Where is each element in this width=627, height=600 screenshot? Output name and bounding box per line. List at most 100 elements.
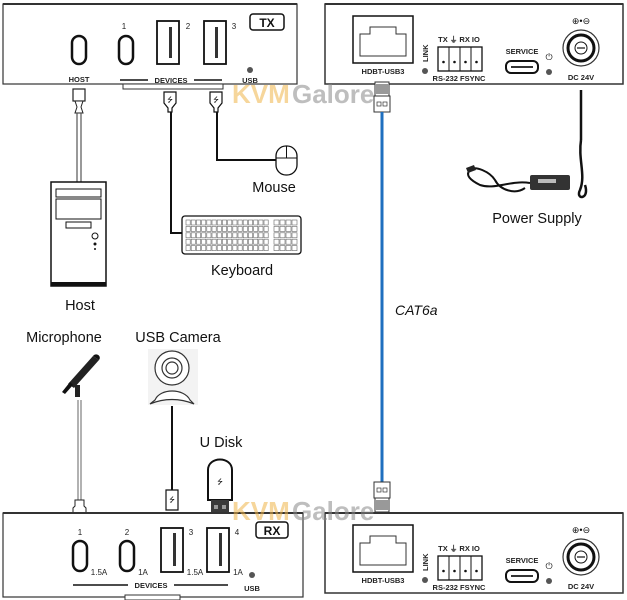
keyboard-key	[201, 245, 207, 251]
watermark-bottom-part2: Galore	[292, 496, 374, 526]
keyboard-key	[263, 226, 269, 232]
keyboard-key	[232, 245, 238, 251]
rj45-plug-top-window-1	[376, 101, 382, 107]
peripheral-cables: ⭍ ⭍	[163, 91, 276, 234]
keyboard-key	[279, 226, 286, 232]
keyboard-key	[216, 226, 222, 232]
rx-device-port-1[interactable]	[71, 539, 89, 573]
keyboard-key	[285, 232, 292, 239]
rx-device-port-2[interactable]	[118, 539, 136, 573]
keyboard-key	[248, 219, 253, 226]
microphone-head	[93, 354, 100, 360]
u-disk-contact-1	[214, 505, 218, 509]
keyboard-key	[248, 238, 253, 245]
u-disk-label: U Disk	[200, 435, 243, 451]
keyboard-key	[273, 219, 280, 226]
rj45-top-contacts	[376, 84, 388, 94]
host-pc-panel	[55, 198, 102, 220]
keyboard-key	[258, 238, 264, 245]
keyboard-key	[242, 226, 248, 232]
host-pc-power-button	[91, 232, 99, 240]
keyboard-key	[227, 245, 233, 251]
watermark-bottom: KVM Galore	[232, 496, 374, 526]
rj45-plug-top-window-2	[382, 101, 388, 107]
keyboard-key	[185, 245, 191, 251]
keyboard-key	[248, 232, 253, 239]
power-supply-label: Power Supply	[492, 211, 582, 227]
keyboard-cable	[170, 112, 182, 234]
terminal-top-label: TX ⏚ RX IO	[438, 544, 480, 553]
terminal-screw	[453, 60, 456, 64]
keyboard-key	[285, 226, 292, 232]
microphone-icon: Microphone	[26, 330, 102, 515]
keyboard-key	[216, 238, 222, 245]
rx-usb-label: USB	[244, 584, 260, 593]
host-pc-drive-bay	[55, 188, 102, 198]
link-led	[422, 68, 428, 74]
keyboard-key	[206, 245, 212, 251]
rj45-plug-bottom-window-2	[382, 487, 388, 493]
keyboard-key	[258, 219, 264, 226]
keyboard-key	[196, 219, 201, 226]
microphone-body	[68, 356, 99, 388]
rx-device-port-3[interactable]	[160, 527, 184, 573]
keyboard-key	[273, 245, 280, 251]
link-led	[422, 577, 428, 583]
keyboard-key	[211, 232, 217, 239]
tx-host-port[interactable]	[70, 34, 88, 66]
usb-camera-usb-symbol: ⭍	[169, 496, 175, 504]
tx-device-port-2[interactable]	[156, 20, 180, 65]
microphone-label: Microphone	[26, 330, 102, 346]
mouse-usb-symbol: ⭍	[213, 96, 219, 104]
rj45-bottom-contacts	[376, 500, 388, 510]
keyboard-key	[211, 226, 217, 232]
rx-usb-led	[249, 572, 255, 578]
keyboard-key	[273, 226, 280, 232]
terminal-screw	[442, 569, 445, 573]
keyboard-key	[206, 238, 212, 245]
tx-unit: TX HOST 1 2 3 DEVICES USB	[2, 3, 298, 90]
keyboard-key	[211, 245, 217, 251]
tx-port-number-3: 3	[232, 22, 237, 31]
keyboard-key	[285, 245, 292, 251]
watermark-bottom-part1: KVM	[232, 496, 290, 526]
tx-port-number-2: 2	[186, 22, 191, 31]
microphone-usb-c-plug	[72, 499, 87, 515]
keyboard-key	[237, 219, 243, 226]
host-pc-base	[51, 282, 106, 286]
tx-device-port-2-tongue	[169, 27, 172, 58]
keyboard-key	[190, 226, 196, 232]
power-led	[546, 69, 552, 75]
keyboard-key	[216, 245, 222, 251]
keyboard-key	[253, 245, 259, 251]
host-pc-led-1	[93, 242, 97, 246]
usb-camera-label: USB Camera	[135, 330, 221, 346]
keyboard-key	[232, 232, 238, 239]
keyboard-key	[279, 245, 286, 251]
tx-device-port-1[interactable]	[117, 34, 135, 66]
host-pc-icon: Host	[50, 181, 107, 314]
keyboard-key	[253, 219, 259, 226]
hdbt-label: HDBT-USB3	[362, 67, 405, 76]
microphone-handle	[62, 382, 73, 394]
keyboard-key	[222, 245, 227, 251]
keyboard-key	[232, 219, 238, 226]
mouse-label: Mouse	[252, 180, 296, 196]
keyboard-key	[201, 238, 207, 245]
keyboard-key	[248, 245, 253, 251]
rx-device-port-4[interactable]	[206, 527, 230, 573]
rx-device-port-4-tongue	[219, 533, 222, 566]
hdbt-label: HDBT-USB3	[362, 576, 405, 585]
usb-camera-base	[149, 390, 195, 405]
u-disk-body	[207, 458, 233, 501]
keyboard-key	[196, 238, 201, 245]
host-pc-led-2	[94, 248, 96, 250]
tx-bottom-strip	[122, 83, 224, 90]
polarity-icon: ⊕•⊖	[572, 16, 590, 26]
keyboard-key	[273, 232, 280, 239]
watermark-top-part1: KVM	[232, 79, 290, 109]
keyboard-key	[185, 238, 191, 245]
